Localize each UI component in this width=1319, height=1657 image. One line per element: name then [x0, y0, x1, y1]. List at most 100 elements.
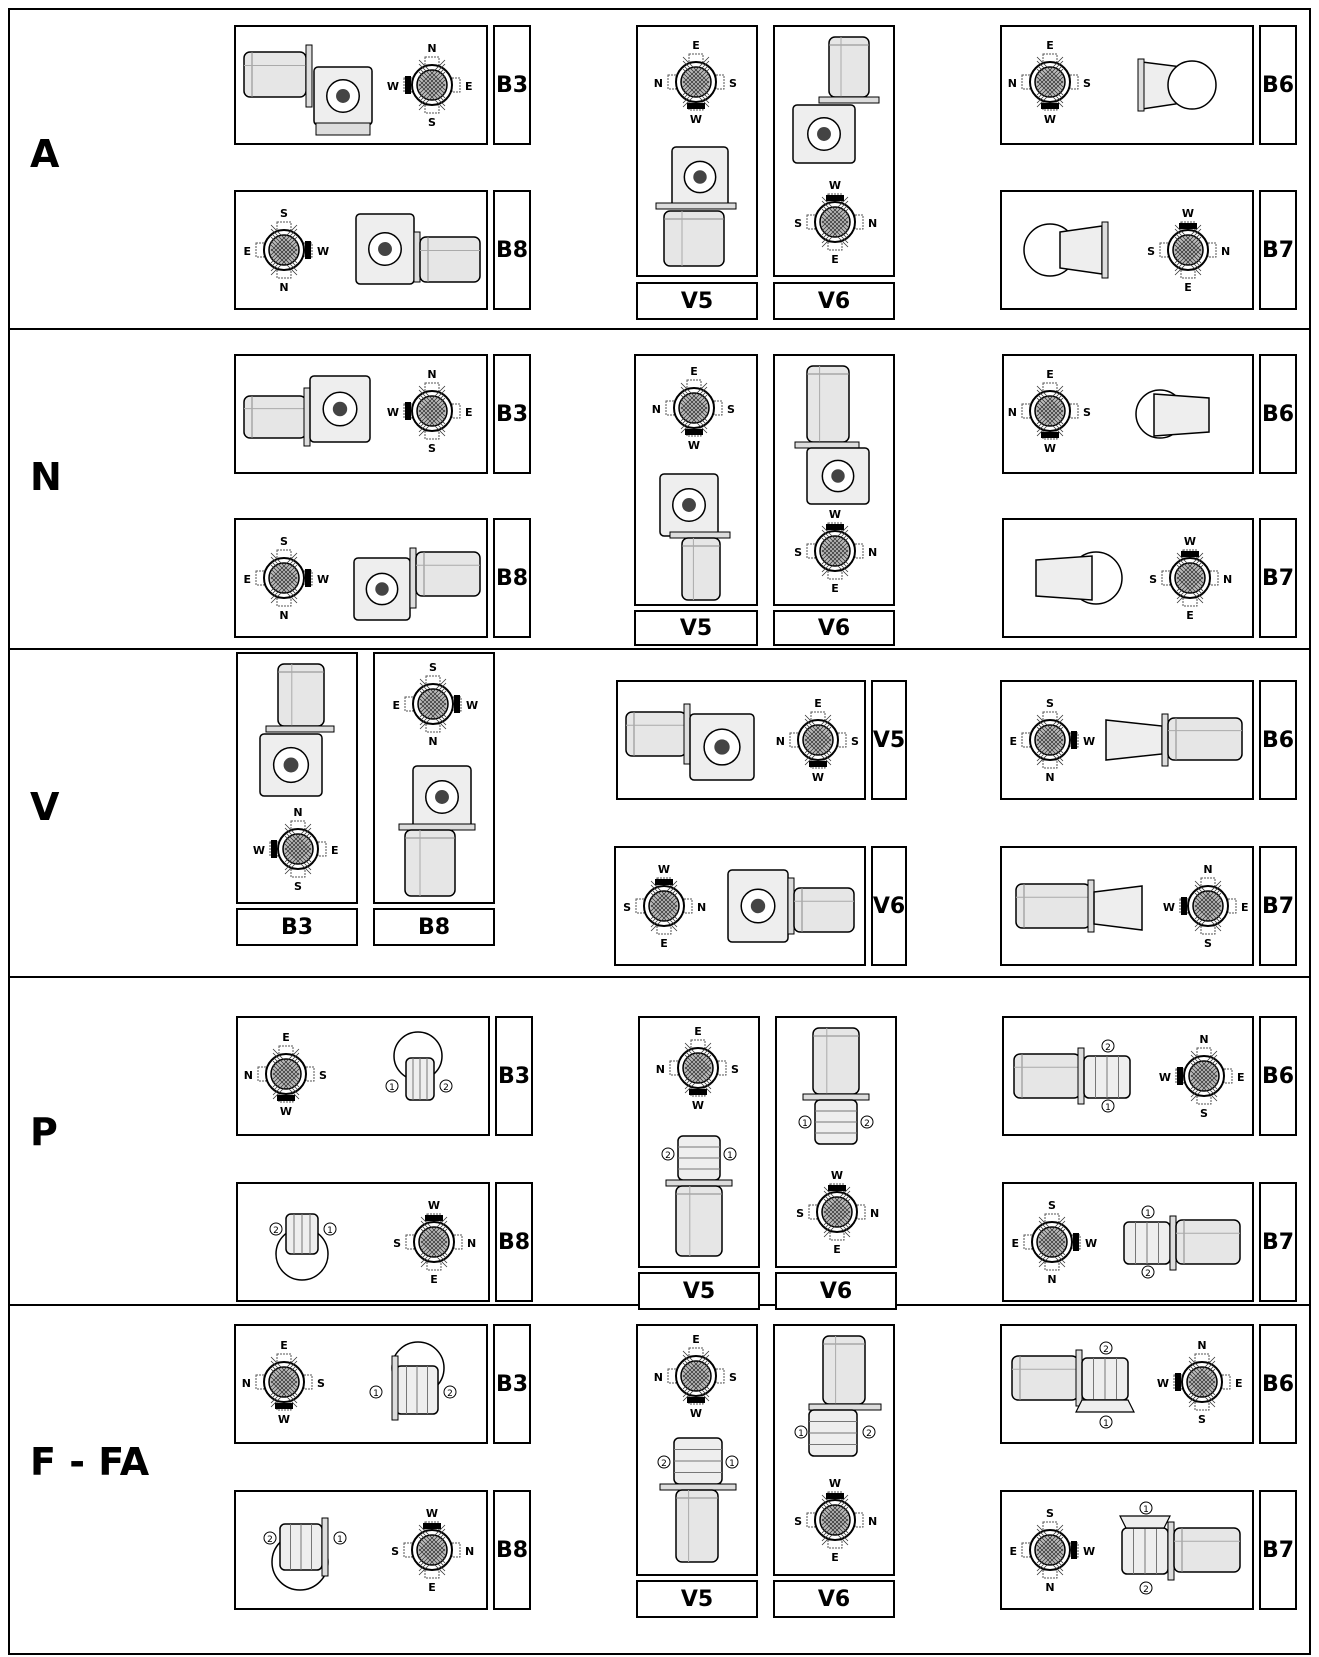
marker-number: 1	[1143, 1505, 1149, 1515]
position-tag-v6: V6	[773, 1580, 895, 1618]
compass-letter: E	[243, 245, 251, 258]
marker-number: 2	[1105, 1043, 1111, 1053]
position-tag-v6: V6	[773, 610, 895, 646]
compass-letter: N	[279, 281, 288, 294]
helical-gearbox-icon	[673, 1437, 723, 1485]
position-tag-b7: B7	[1259, 1182, 1297, 1302]
compass-letter: S	[851, 735, 859, 748]
gearbox-icon	[353, 557, 411, 621]
position-marker: 2	[1141, 1265, 1155, 1279]
compass-letter: E	[694, 1025, 702, 1038]
marker-number: 1	[798, 1429, 804, 1439]
marker-number: 2	[443, 1083, 449, 1093]
marker-number: 1	[389, 1083, 395, 1093]
flange-icon	[321, 1517, 329, 1577]
compass-letter: N	[1045, 1581, 1054, 1594]
compass-letter: S	[794, 546, 802, 559]
flange-icon	[808, 1403, 882, 1411]
compass-letter: E	[692, 39, 700, 52]
compass-letter: E	[1009, 1545, 1017, 1558]
flange-icon	[1161, 713, 1169, 767]
gearbox-icon	[1153, 393, 1210, 437]
position-marker: 2	[661, 1147, 675, 1161]
motor-icon	[793, 887, 855, 933]
compass-letter: W	[278, 1413, 290, 1426]
position-tag-v5: V5	[871, 680, 907, 800]
position-marker: 2	[439, 1079, 453, 1093]
gearbox-icon	[792, 104, 856, 164]
flange-icon	[1169, 1215, 1177, 1271]
compass-letter: W	[692, 1099, 704, 1112]
position-tag-b6: B6	[1259, 25, 1297, 145]
compass-letter: E	[465, 406, 473, 419]
compass-letter: N	[1008, 77, 1017, 90]
compass-letter: N	[465, 1545, 474, 1558]
marker-number: 2	[866, 1429, 872, 1439]
compass-letter: W	[688, 439, 700, 452]
compass-letter: W	[280, 1105, 292, 1118]
compass-letter: W	[690, 1407, 702, 1420]
marker-number: 1	[1103, 1419, 1109, 1429]
motor-icon	[1173, 1527, 1241, 1573]
flange-icon	[413, 231, 421, 283]
motor-icon	[1015, 883, 1091, 929]
compass-letter: N	[868, 546, 877, 559]
motor-icon	[404, 829, 456, 897]
motor-icon	[806, 365, 850, 443]
flange-icon	[669, 531, 731, 539]
motor-icon	[419, 236, 481, 283]
flange-icon	[655, 202, 737, 210]
marker-number: 1	[729, 1459, 735, 1469]
compass-letter: E	[1237, 1071, 1245, 1084]
foot-icon	[1119, 1515, 1171, 1529]
helical-gearbox-icon	[1121, 1527, 1169, 1575]
flange-icon	[1087, 879, 1095, 933]
marker-number: 2	[1103, 1345, 1109, 1355]
compass-letter: S	[794, 217, 802, 230]
helical-gearbox-icon	[395, 1365, 439, 1415]
position-marker: 2	[263, 1531, 277, 1545]
compass-letter: N	[656, 1063, 665, 1076]
motor-icon	[1175, 1219, 1241, 1265]
compass-letter: W	[1184, 535, 1196, 548]
marker-number: 1	[1105, 1103, 1111, 1113]
gearbox-icon	[1035, 555, 1093, 601]
compass-letter: S	[729, 77, 737, 90]
position-marker: 1	[1101, 1099, 1115, 1113]
compass-letter: N	[293, 806, 302, 819]
flange-icon	[794, 441, 860, 449]
compass-letter: W	[387, 406, 399, 419]
helical-gearbox-icon	[814, 1099, 858, 1145]
flange-icon	[409, 547, 417, 609]
position-marker: 2	[1139, 1581, 1153, 1595]
